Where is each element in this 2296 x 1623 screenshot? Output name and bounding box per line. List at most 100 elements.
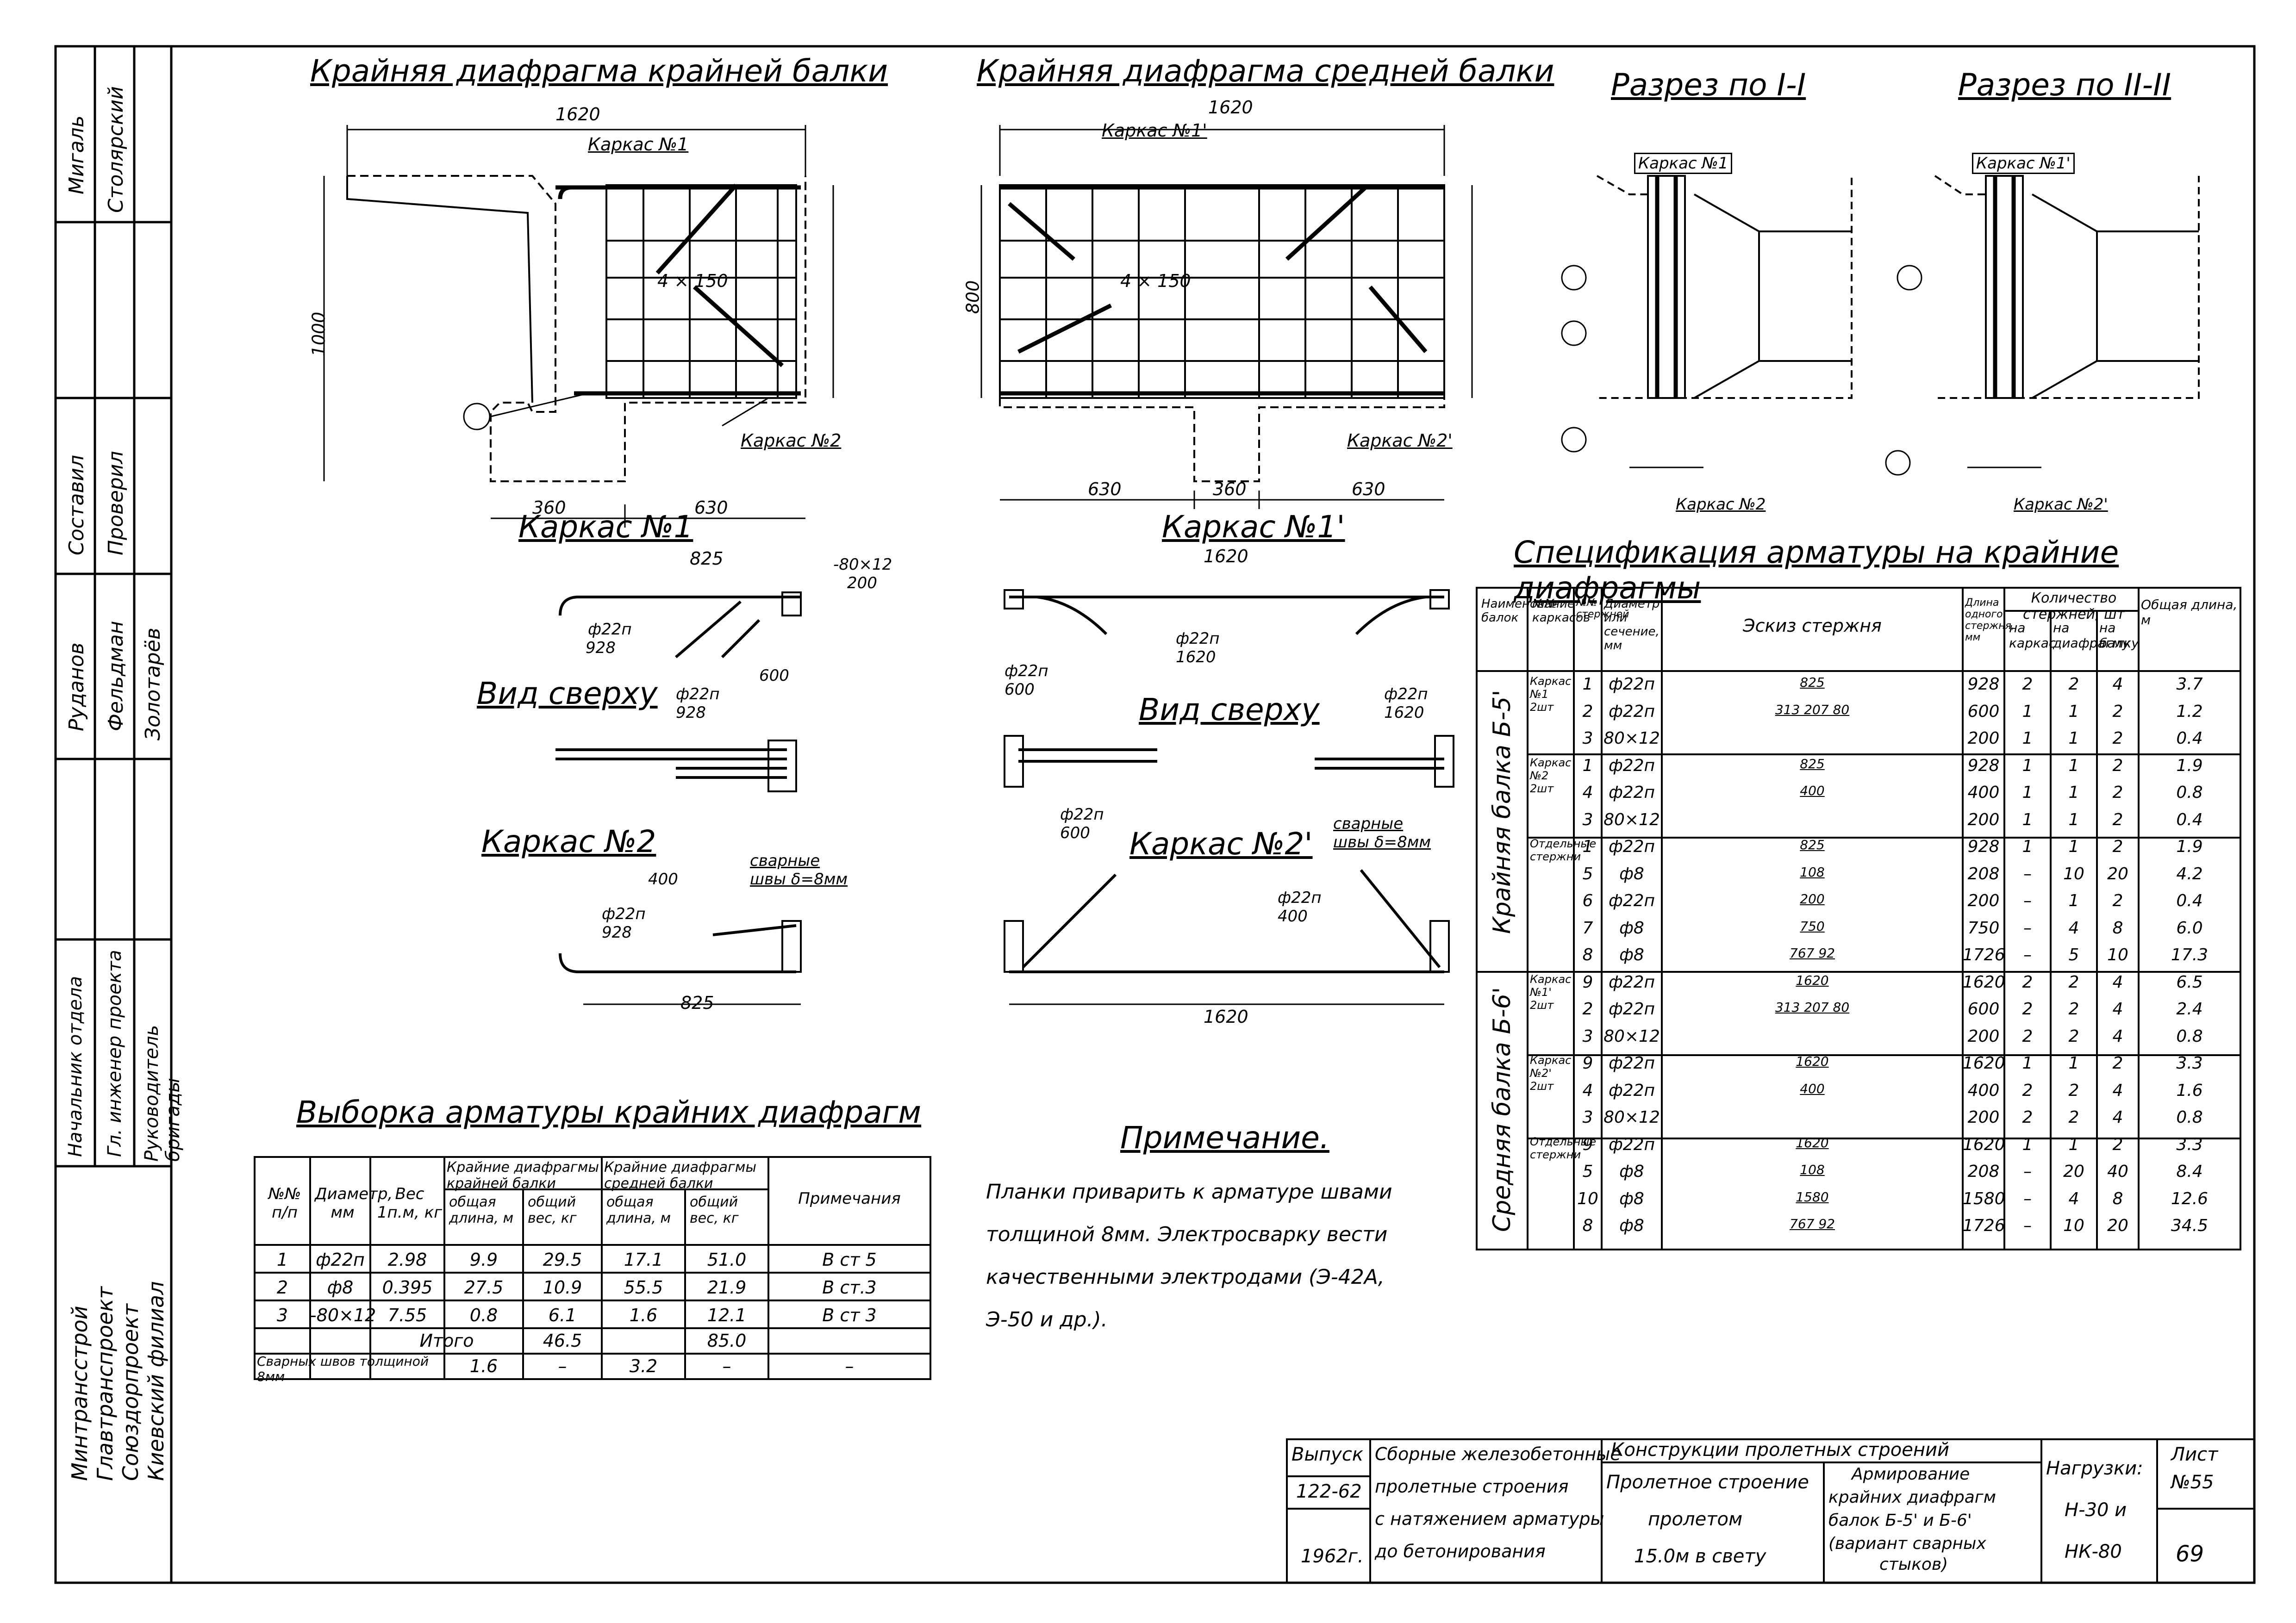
spec-cell-d: ф22п <box>1608 756 1655 775</box>
spec-cell-d: 80×12 <box>1603 729 1660 748</box>
spec-h-qk: на каркас <box>2009 620 2056 651</box>
spec-cell-dia: 1 <box>2068 1135 2079 1154</box>
spec-cell-total: 34.5 <box>2171 1216 2209 1235</box>
spec-cell-k: – <box>2023 891 2032 910</box>
spec-cell-sketch: 108 <box>1800 1162 1825 1177</box>
spec-cell-total: 0.8 <box>2176 1108 2203 1127</box>
spec-cell-total: 3.7 <box>2176 675 2203 694</box>
title-karkas-2p: Каркас №2' <box>1129 826 1313 862</box>
title-block-grid <box>1286 1438 2255 1584</box>
spec-cell-n: 8 <box>1582 1216 1593 1235</box>
dim-1620-karkas1p: 1620 <box>1204 546 1248 566</box>
spec-cell-d: ф8 <box>1619 1216 1644 1235</box>
title-note: Примечание. <box>1120 1120 1329 1156</box>
spec-cell-sketch: 313 207 80 <box>1775 702 1850 717</box>
label-bar22-k2: ф22п <box>602 905 646 923</box>
spec-cell-k: 1 <box>2022 810 2033 829</box>
spec-cell-dia: 4 <box>2068 1189 2079 1208</box>
dim-825-top: 825 <box>690 548 724 569</box>
spec-cell-k: – <box>2023 1216 2032 1235</box>
section-views <box>1561 175 2200 476</box>
spec-cell-n: 8 <box>1582 945 1593 964</box>
tb-load-label: Нагрузки: <box>2046 1458 2143 1479</box>
label-600-2: 600 <box>1004 680 1035 699</box>
org-line-2: Главтранспроект <box>93 1286 118 1481</box>
sec1-karkas2-label: Каркас №2 <box>1676 495 1766 514</box>
spec-cell-b: 8 <box>2112 1189 2123 1208</box>
label-400-4: 400 <box>1278 907 1308 926</box>
spec-h-qd: на диафрагму <box>2053 620 2130 651</box>
spec-cell-n: 3 <box>1582 1026 1593 1046</box>
spec-cell-dia: 5 <box>2068 945 2079 964</box>
spec-cell-sketch: 108 <box>1800 864 1825 880</box>
frame-details <box>555 589 1454 1005</box>
spec-cell-n: 7 <box>1582 918 1593 938</box>
spec-cell-k: 2 <box>2022 1026 2033 1046</box>
spec-cell-len: 400 <box>1967 783 2000 802</box>
spec-cell-total: 2.4 <box>2176 1000 2203 1019</box>
spec-frame-label: Каркас №2 2шт <box>1530 756 1572 795</box>
spec-cell-len: 200 <box>1967 1026 2000 1046</box>
tb-header: Конструкции пролетных строений <box>1611 1439 1949 1461</box>
spec-cell-k: 2 <box>2022 1108 2033 1127</box>
tb-span-2: пролетом <box>1648 1509 1743 1530</box>
label-karkas-n2p: Каркас №2' <box>1347 430 1453 451</box>
sample-h-note: Примечания <box>798 1189 901 1208</box>
middle-beam-elevation <box>980 125 1473 509</box>
label-welds-right: сварные швы δ=8мм <box>1333 815 1431 852</box>
spec-cell-total: 1.9 <box>2176 837 2203 856</box>
spec-cell-b: 40 <box>2107 1162 2128 1181</box>
spec-cell-k: 2 <box>2022 972 2033 992</box>
spec-cell-dia: 1 <box>2068 891 2079 910</box>
dim-825-bottom: 825 <box>680 993 714 1013</box>
spec-cell-n: 2 <box>1582 1000 1593 1019</box>
org-line-1: Минтрансстрой <box>67 1306 92 1481</box>
label-spacing-right: 4 × 150 <box>1120 271 1191 291</box>
sec1-karkas-label: Каркас №1 <box>1634 153 1733 174</box>
spec-cell-k: 1 <box>2022 729 2033 748</box>
spec-cell-b: 4 <box>2112 1026 2123 1046</box>
stamp-name-1: Мигаль <box>65 115 88 194</box>
spec-cell-d: ф8 <box>1619 918 1644 938</box>
spec-frame-label: Каркас №1 2шт <box>1530 675 1572 714</box>
sec2-karkas-label: Каркас №1' <box>1972 153 2075 174</box>
spec-cell-dia: 1 <box>2068 837 2079 856</box>
spec-frame-label: Каркас №1' 2шт <box>1530 972 1572 1012</box>
sample-r3-w: 7.55 <box>387 1305 427 1325</box>
label-200-a: 200 <box>847 574 877 592</box>
label-600-2b: 600 <box>1060 824 1090 842</box>
stamp-role-head: Начальник отдела <box>65 976 86 1157</box>
spec-cell-len: 400 <box>1967 1081 2000 1100</box>
spec-cell-n: 3 <box>1582 1108 1593 1127</box>
spec-cell-d: ф22п <box>1608 972 1655 992</box>
org-line-3: Союздорпроект <box>118 1304 143 1481</box>
spec-h-qb: на балку <box>2099 620 2139 651</box>
spec-cell-dia: 1 <box>2068 1054 2079 1073</box>
label-welds-left: сварные швы δ=8мм <box>750 852 848 889</box>
spec-h-len: Длина одного стержня, мм <box>1965 597 2015 643</box>
tb-subject-4: (вариант сварных <box>1828 1534 1986 1553</box>
spec-cell-d: ф22п <box>1608 1000 1655 1019</box>
spec-frame-label: Отдельные стержни <box>1530 1135 1597 1161</box>
sample-r1-w1: 29.5 <box>543 1250 582 1270</box>
sample-h-l2: общая длина, м <box>606 1194 671 1226</box>
label-karkas-n2: Каркас №2 <box>741 430 842 451</box>
spec-cell-n: 9 <box>1582 972 1593 992</box>
spec-cell-b: 2 <box>2112 756 2123 775</box>
spec-cell-sketch: 767 92 <box>1790 945 1835 961</box>
spec-cell-k: – <box>2023 864 2032 883</box>
note-line-3: качественными электродами (Э-42А, <box>986 1265 1385 1289</box>
sample-r2-note: В ст.3 <box>822 1277 877 1298</box>
spec-cell-b: 2 <box>2112 837 2123 856</box>
spec-cell-sketch: 767 92 <box>1790 1216 1835 1231</box>
spec-cell-b: 2 <box>2112 891 2123 910</box>
spec-cell-dia: 2 <box>2068 1108 2079 1127</box>
sample-r3-w2: 12.1 <box>707 1305 747 1325</box>
spec-cell-sketch: 825 <box>1800 756 1825 771</box>
spec-cell-k: 2 <box>2022 1081 2033 1100</box>
spec-cell-dia: 2 <box>2068 972 2079 992</box>
tb-span-3: 15.0м в свету <box>1634 1546 1766 1567</box>
tb-subject-3: балок Б-5' и Б-6' <box>1828 1511 1972 1530</box>
dim-630-mid-a: 630 <box>1088 479 1122 499</box>
